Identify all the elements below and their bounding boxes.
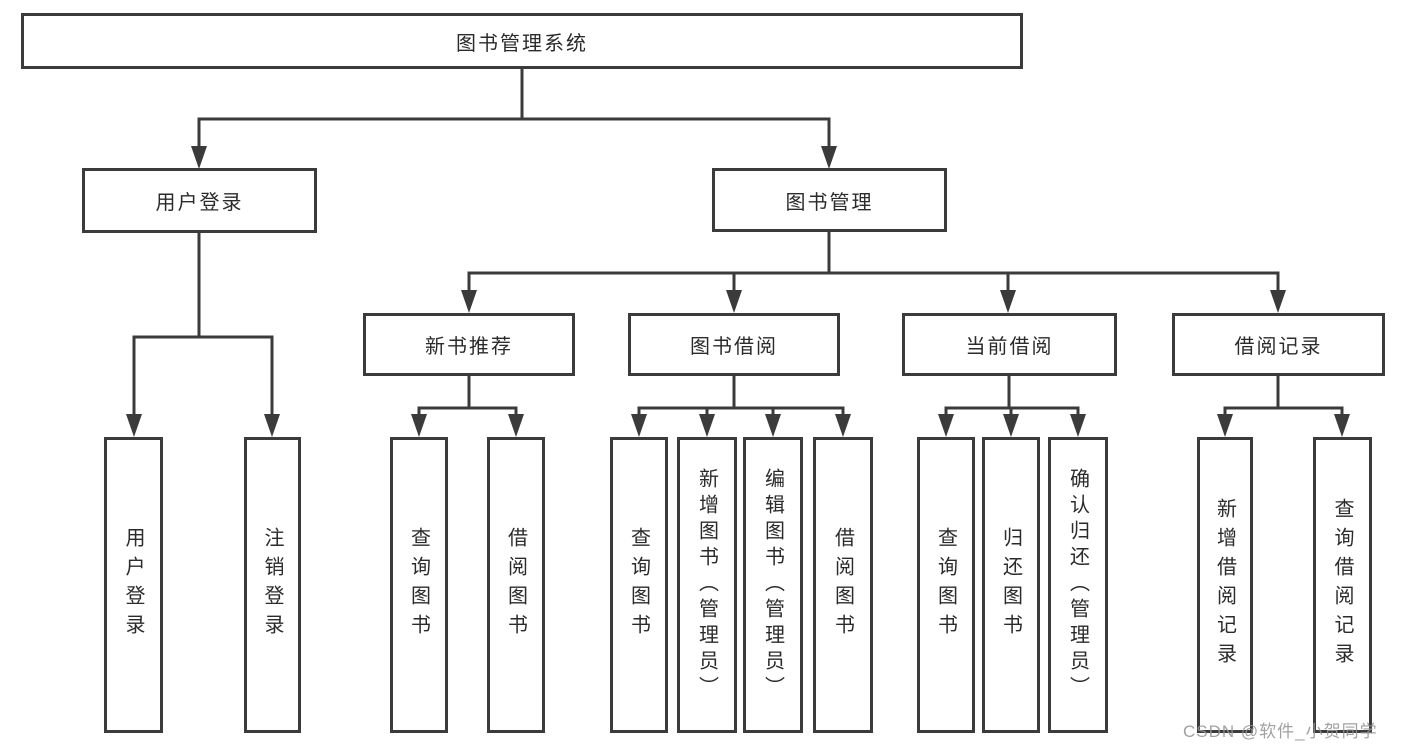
node-root-label: 图书管理系统 (456, 32, 588, 55)
csdn-watermark: CSDN @软件_小贺同学 (1183, 722, 1378, 741)
leaf-current-return-books: 归还图书 (982, 437, 1040, 733)
leaf-borrow-query-books-label: 查询图书 (627, 527, 650, 643)
leaf-recommend-borrow-books-label: 借阅图书 (504, 527, 527, 643)
node-book-borrow-label: 图书借阅 (690, 336, 778, 358)
leaf-user-login: 用户登录 (104, 437, 163, 733)
leaf-recommend-query-books: 查询图书 (390, 437, 448, 733)
leaf-records-add-record-label: 新增借阅记录 (1213, 498, 1236, 672)
node-new-book-recommend-label: 新书推荐 (425, 336, 513, 358)
node-book-borrow: 图书借阅 (628, 313, 840, 376)
leaf-current-return-books-label: 归还图书 (999, 527, 1022, 643)
leaf-current-confirm-return-label: 确认归还（管理员） (1066, 468, 1089, 702)
leaf-current-query-books-label: 查询图书 (934, 527, 957, 643)
leaf-borrow-add-books-label: 新增图书（管理员） (695, 468, 718, 702)
node-borrow-records-label: 借阅记录 (1234, 336, 1323, 358)
node-current-borrow: 当前借阅 (902, 313, 1117, 376)
node-current-borrow-label: 当前借阅 (965, 336, 1054, 358)
leaf-borrow-edit-books: 编辑图书（管理员） (743, 437, 803, 733)
leaf-recommend-query-books-label: 查询图书 (407, 527, 430, 643)
node-borrow-records: 借阅记录 (1172, 313, 1385, 376)
node-book-management-label: 图书管理 (785, 191, 874, 214)
leaf-records-query-record: 查询借阅记录 (1313, 437, 1372, 733)
leaf-current-query-books: 查询图书 (917, 437, 975, 733)
leaf-borrow-borrow-books-label: 借阅图书 (831, 527, 854, 643)
leaf-recommend-borrow-books: 借阅图书 (487, 437, 545, 733)
leaf-user-login-label: 用户登录 (122, 527, 144, 643)
node-book-management: 图书管理 (712, 168, 947, 232)
leaf-borrow-borrow-books: 借阅图书 (813, 437, 873, 733)
leaf-records-add-record: 新增借阅记录 (1197, 437, 1253, 733)
leaf-borrow-query-books: 查询图书 (610, 437, 668, 733)
leaf-borrow-edit-books-label: 编辑图书（管理员） (761, 468, 784, 702)
leaf-borrow-add-books: 新增图书（管理员） (677, 437, 737, 733)
leaf-logout-label: 注销登录 (261, 527, 283, 643)
leaf-records-query-record-label: 查询借阅记录 (1331, 498, 1353, 672)
node-new-book-recommend: 新书推荐 (363, 313, 575, 376)
leaf-logout: 注销登录 (244, 437, 301, 733)
node-user-login-label: 用户登录 (155, 192, 244, 214)
node-root: 图书管理系统 (21, 13, 1023, 69)
node-user-login: 用户登录 (82, 168, 317, 233)
leaf-current-confirm-return: 确认归还（管理员） (1048, 437, 1108, 733)
